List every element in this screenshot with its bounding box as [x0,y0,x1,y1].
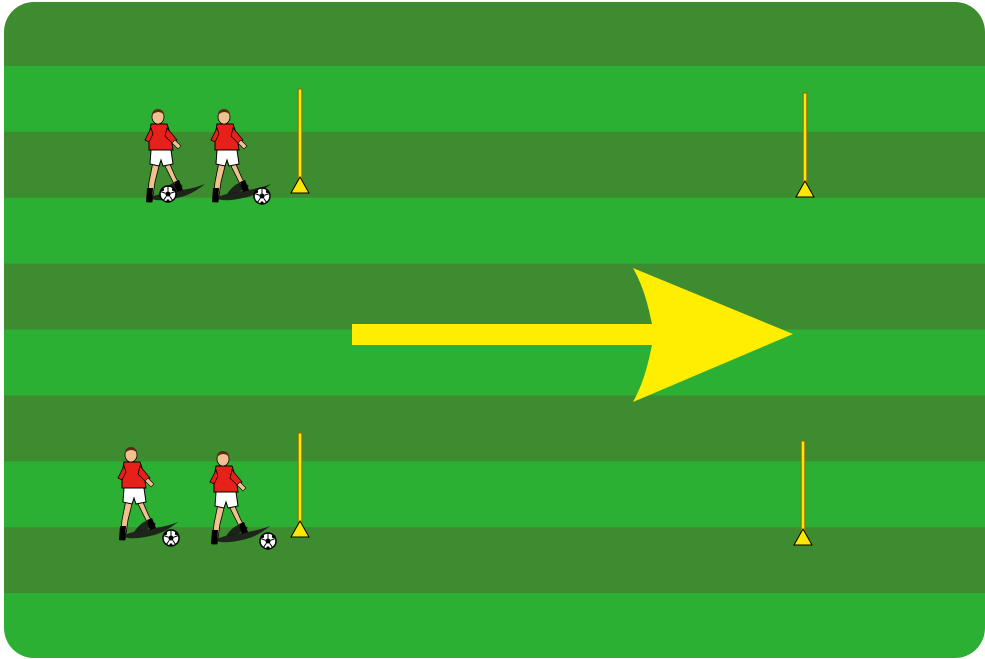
pitch-stripe [0,527,985,593]
pitch-stripe [0,264,985,330]
pitch-stripe [0,66,985,132]
ball-icon [160,186,176,203]
ball-icon [260,533,276,550]
ball-icon [254,188,270,205]
ball-icon [163,530,179,547]
pitch-stripe [0,198,985,264]
pitch-stripe [0,593,985,659]
pitch-stripe [0,395,985,461]
pitch-stripe [0,0,985,66]
